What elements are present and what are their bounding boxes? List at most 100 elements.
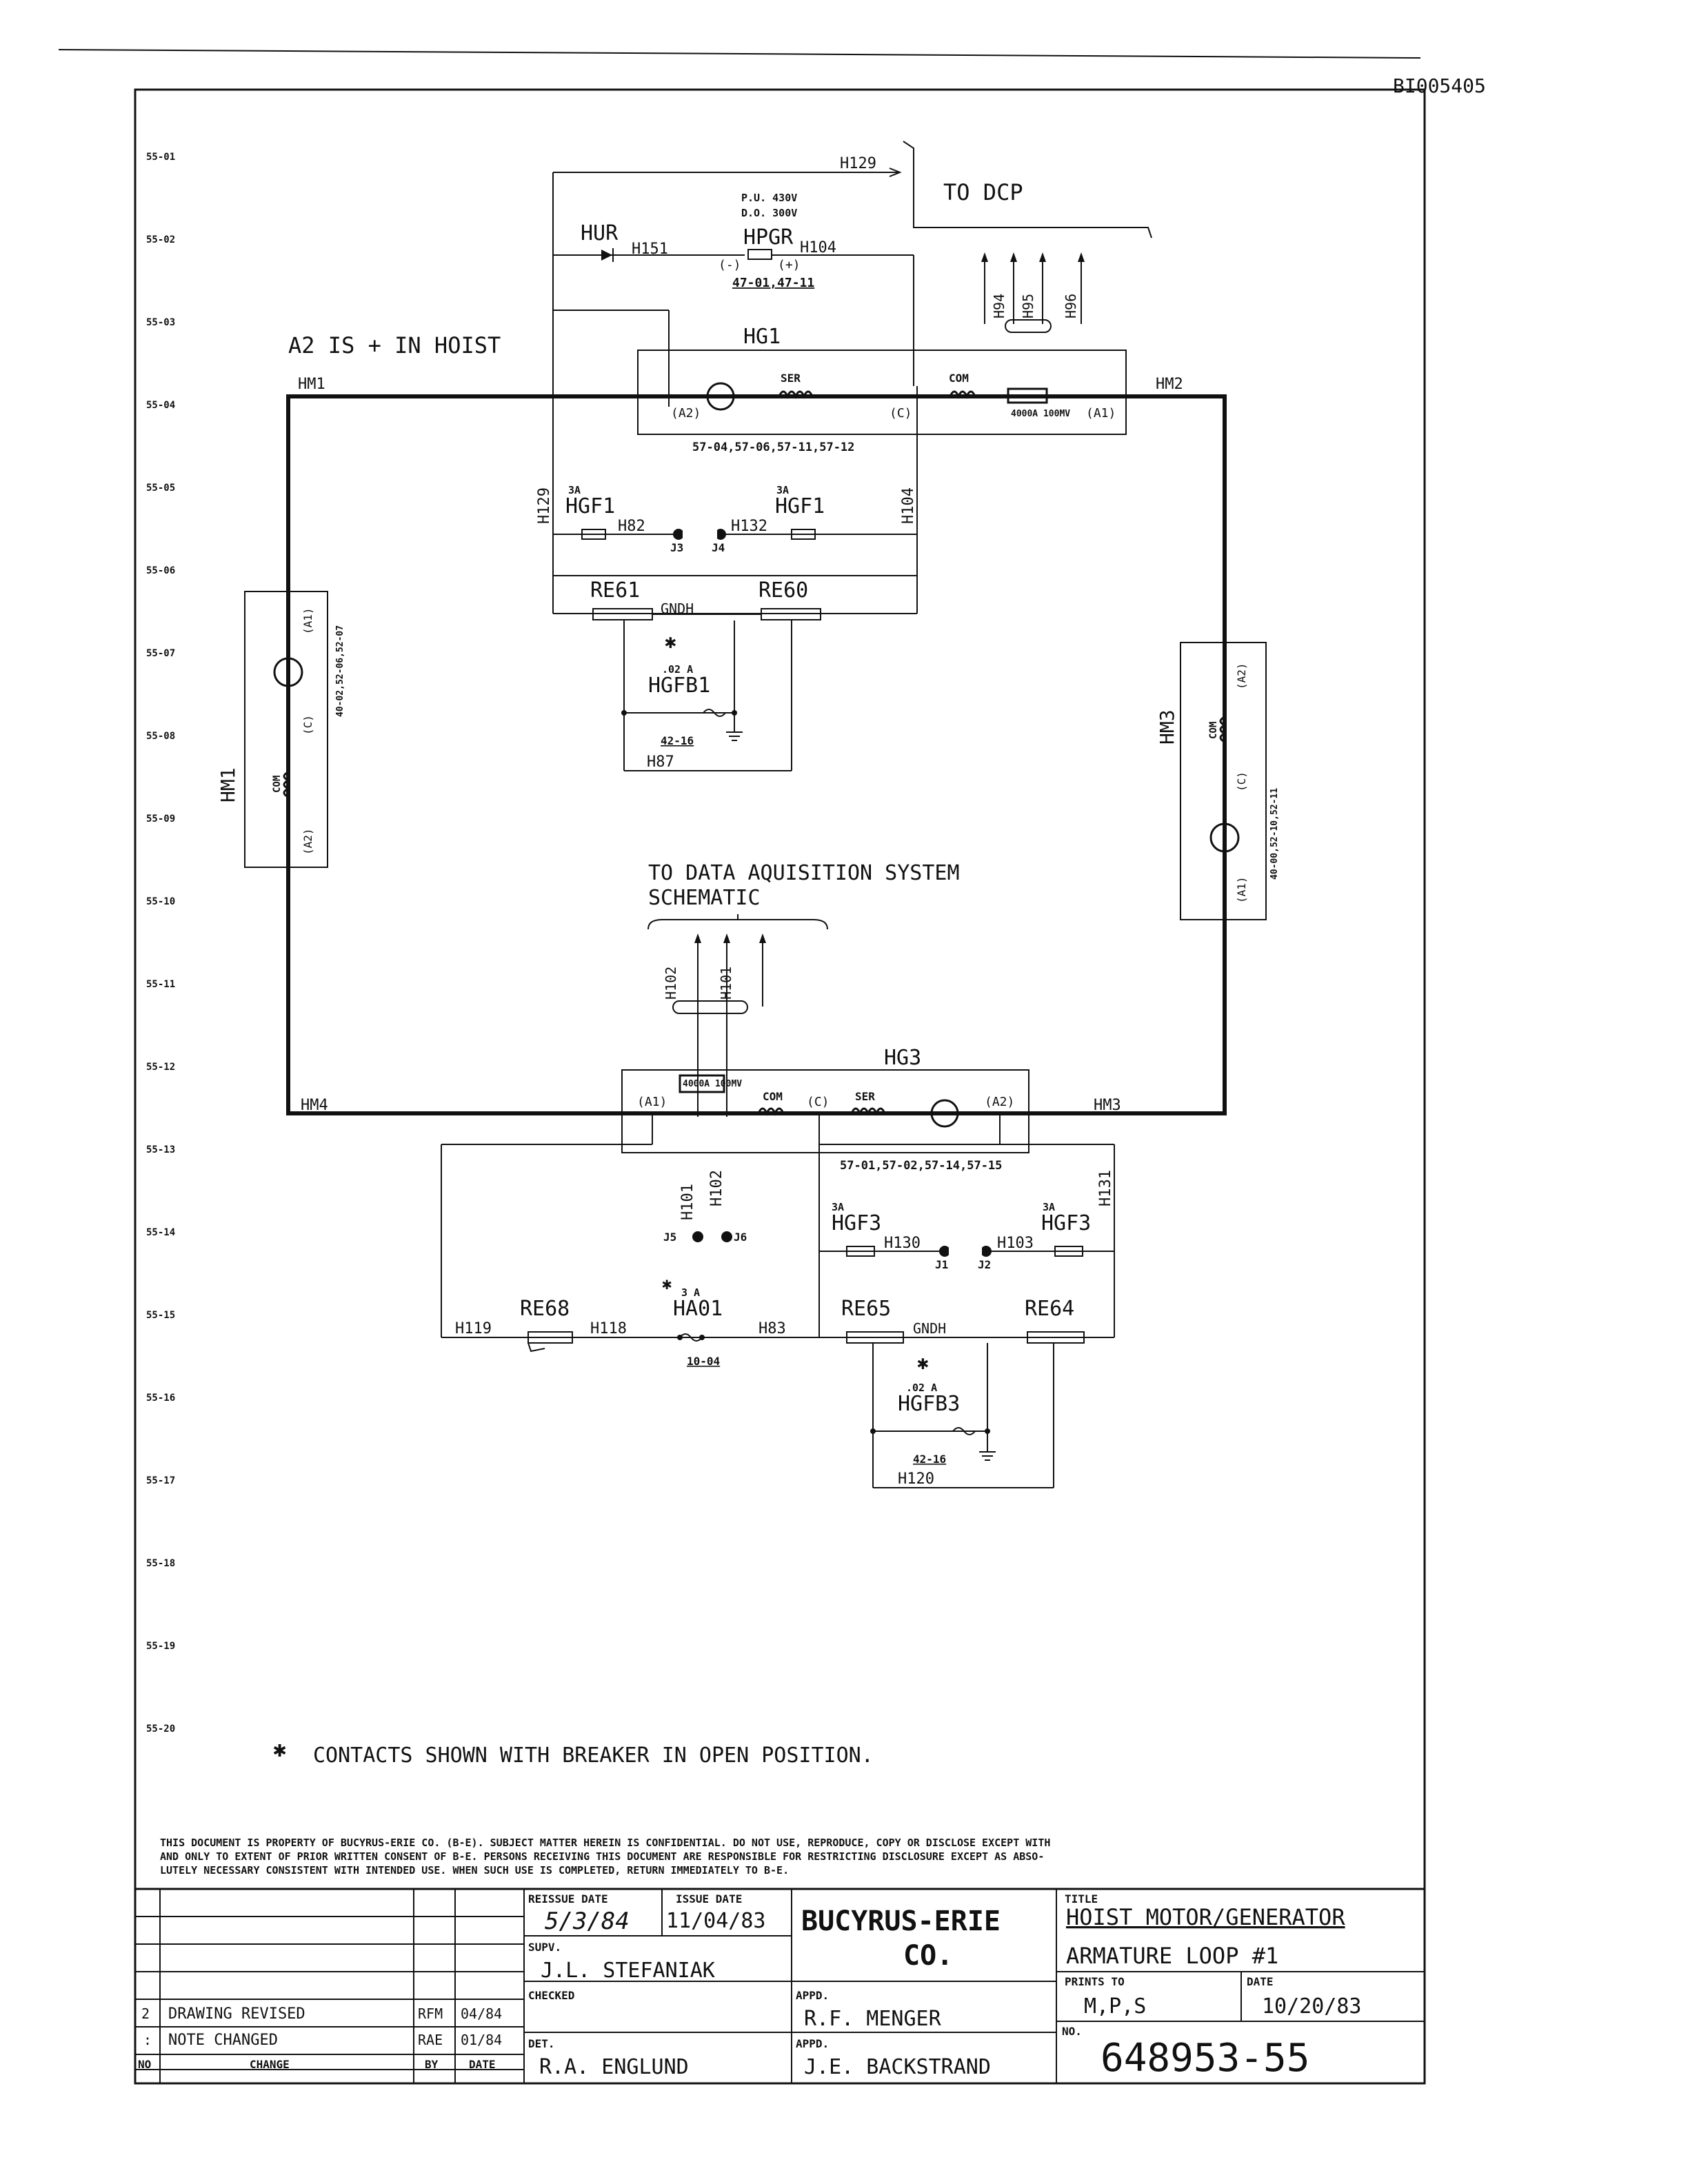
- svg-text:THIS DOCUMENT IS PROPERTY OF B: THIS DOCUMENT IS PROPERTY OF BUCYRUS-ERI…: [160, 1837, 1050, 1849]
- confidentiality-disclaimer: THIS DOCUMENT IS PROPERTY OF BUCYRUS-ERI…: [160, 1837, 1050, 1877]
- svg-text:H131: H131: [1097, 1170, 1114, 1206]
- data-acquisition-section: TO DATA AQUISITION SYSTEM SCHEMATIC H102…: [647, 861, 960, 1117]
- svg-text:(A2): (A2): [301, 828, 314, 855]
- svg-text:✱: ✱: [665, 630, 676, 653]
- svg-text:M,P,S: M,P,S: [1084, 1994, 1146, 2019]
- svg-text:H132: H132: [731, 518, 767, 535]
- svg-text:D.O. 300V: D.O. 300V: [741, 207, 797, 219]
- row-label: 55-02: [146, 234, 175, 245]
- svg-text:57-01,57-02,57-14,57-15: 57-01,57-02,57-14,57-15: [840, 1159, 1002, 1173]
- svg-text:J5: J5: [663, 1231, 676, 1244]
- svg-text:GNDH: GNDH: [913, 1320, 946, 1337]
- svg-text:HM4: HM4: [301, 1097, 328, 1114]
- svg-text:J4: J4: [712, 541, 725, 554]
- svg-text:HA01: HA01: [673, 1297, 723, 1321]
- row-label: 55-12: [146, 1062, 175, 1073]
- svg-text:J.L. STEFANIAK: J.L. STEFANIAK: [541, 1959, 715, 1983]
- svg-text:(A1): (A1): [1235, 876, 1248, 903]
- svg-text:H120: H120: [898, 1470, 934, 1488]
- svg-text:COM: COM: [763, 1090, 783, 1103]
- hg1-generator-section: HG1 HM1 HM2 (A2) SER (C) COM 4000A 100MV…: [286, 310, 1227, 1115]
- svg-text:RE61: RE61: [590, 578, 640, 603]
- svg-text:3 A: 3 A: [681, 1286, 700, 1299]
- document-id: BI005405: [1393, 74, 1486, 97]
- svg-text:(C): (C): [301, 715, 314, 735]
- svg-text:NOTE CHANGED: NOTE CHANGED: [168, 2032, 278, 2049]
- drawing-title-line1: HOIST MOTOR/GENERATOR: [1066, 1904, 1345, 1930]
- svg-text:3A: 3A: [1043, 1201, 1055, 1213]
- svg-text:40-02,52-06,52-07: 40-02,52-06,52-07: [335, 625, 345, 717]
- svg-text:H101: H101: [679, 1184, 696, 1220]
- row-label: 55-07: [146, 648, 175, 659]
- svg-text:04/84: 04/84: [461, 2005, 502, 2022]
- svg-text:(+): (+): [778, 258, 801, 272]
- svg-text:APPD.: APPD.: [796, 1989, 829, 2002]
- svg-text:HM3: HM3: [1094, 1097, 1121, 1114]
- row-label: 55-16: [146, 1393, 175, 1404]
- row-label: 55-13: [146, 1144, 175, 1155]
- svg-text:LUTELY NECESSARY CONSISTENT WI: LUTELY NECESSARY CONSISTENT WITH INTENDE…: [160, 1864, 789, 1877]
- svg-text:HM2: HM2: [1156, 376, 1183, 393]
- svg-text:H94: H94: [991, 294, 1007, 318]
- row-label: 55-15: [146, 1310, 175, 1321]
- das-label-line2: SCHEMATIC: [648, 886, 761, 910]
- drawing-number: 648953-55: [1101, 2036, 1309, 2081]
- svg-text:NO.: NO.: [1062, 2025, 1082, 2038]
- svg-text:(A1): (A1): [637, 1095, 667, 1109]
- row-label: 55-10: [146, 896, 175, 907]
- svg-text:NO: NO: [138, 2058, 151, 2071]
- drawing-border: [134, 88, 1426, 2085]
- row-label: 55-08: [146, 731, 175, 742]
- svg-text:11/04/83: 11/04/83: [666, 1909, 766, 1933]
- svg-text:✱: ✱: [662, 1274, 672, 1293]
- hur-label: HUR: [581, 221, 619, 245]
- top-dcp-section: H129 TO DCP P.U. 430V D.O. 300V HUR H151…: [288, 141, 1152, 407]
- revision-row: 2 DRAWING REVISED RFM 04/84: [141, 2005, 502, 2023]
- svg-text:HGF3: HGF3: [832, 1211, 881, 1235]
- svg-text:(A1): (A1): [301, 607, 314, 634]
- svg-text:J1: J1: [935, 1258, 948, 1271]
- svg-text:BY: BY: [425, 2058, 439, 2071]
- hm1-motor-section: (A1) (C) COM (A2) 40-02,52-06,52-07 HM1: [217, 396, 345, 1113]
- svg-text:RE68: RE68: [520, 1297, 570, 1321]
- svg-text:R.A. ENGLUND: R.A. ENGLUND: [539, 2055, 689, 2079]
- svg-text:3A: 3A: [568, 484, 581, 496]
- contacts-note: CONTACTS SHOWN WITH BREAKER IN OPEN POSI…: [313, 1743, 874, 1768]
- svg-text:H96: H96: [1063, 294, 1079, 318]
- row-label: 55-14: [146, 1227, 175, 1238]
- row-label: 55-20: [146, 1723, 175, 1735]
- drawing-title-line2: ARMATURE LOOP #1: [1066, 1943, 1278, 1969]
- svg-text:PRINTS TO: PRINTS TO: [1065, 1975, 1125, 1988]
- svg-text:H95: H95: [1020, 294, 1036, 318]
- svg-text:COM: COM: [1208, 722, 1219, 739]
- svg-text:H102: H102: [708, 1170, 725, 1206]
- svg-text:SER: SER: [855, 1090, 875, 1103]
- row-label: 55-19: [146, 1641, 175, 1652]
- svg-text:APPD.: APPD.: [796, 2037, 829, 2050]
- svg-text:(C): (C): [890, 406, 912, 421]
- row-label: 55-03: [146, 317, 175, 328]
- svg-text:BUCYRUS-ERIE: BUCYRUS-ERIE: [801, 1905, 1001, 1937]
- svg-text:TITLE: TITLE: [1065, 1892, 1098, 1905]
- svg-text:3A: 3A: [776, 484, 789, 496]
- svg-text:HGFB1: HGFB1: [648, 674, 710, 698]
- svg-text:J2: J2: [978, 1258, 991, 1271]
- svg-text:47-01,47-11: 47-01,47-11: [732, 276, 814, 290]
- svg-text:CHANGE: CHANGE: [250, 2058, 290, 2071]
- svg-text:DATE: DATE: [469, 2058, 496, 2071]
- svg-text:RE65: RE65: [841, 1297, 891, 1321]
- svg-text:H82: H82: [618, 518, 645, 535]
- svg-text:ISSUE DATE: ISSUE DATE: [676, 1892, 742, 1905]
- svg-text:H83: H83: [758, 1320, 786, 1337]
- svg-text:H118: H118: [590, 1320, 627, 1337]
- row-label: 55-09: [146, 813, 175, 825]
- svg-text:40-00,52-10,52-11: 40-00,52-10,52-11: [1269, 788, 1280, 880]
- svg-text:R.F. MENGER: R.F. MENGER: [804, 2007, 942, 2031]
- svg-text:SUPV.: SUPV.: [528, 1941, 561, 1954]
- row-labels: 55-0155-0255-0355-0455-0555-0655-0755-08…: [146, 152, 175, 1735]
- svg-text:4000A 100MV: 4000A 100MV: [1011, 409, 1070, 419]
- hm3-label: HM3: [1156, 709, 1178, 745]
- svg-text:RFM: RFM: [418, 2005, 443, 2022]
- reissue-date: 5/3/84: [545, 1908, 630, 1935]
- svg-text:H104: H104: [900, 487, 917, 524]
